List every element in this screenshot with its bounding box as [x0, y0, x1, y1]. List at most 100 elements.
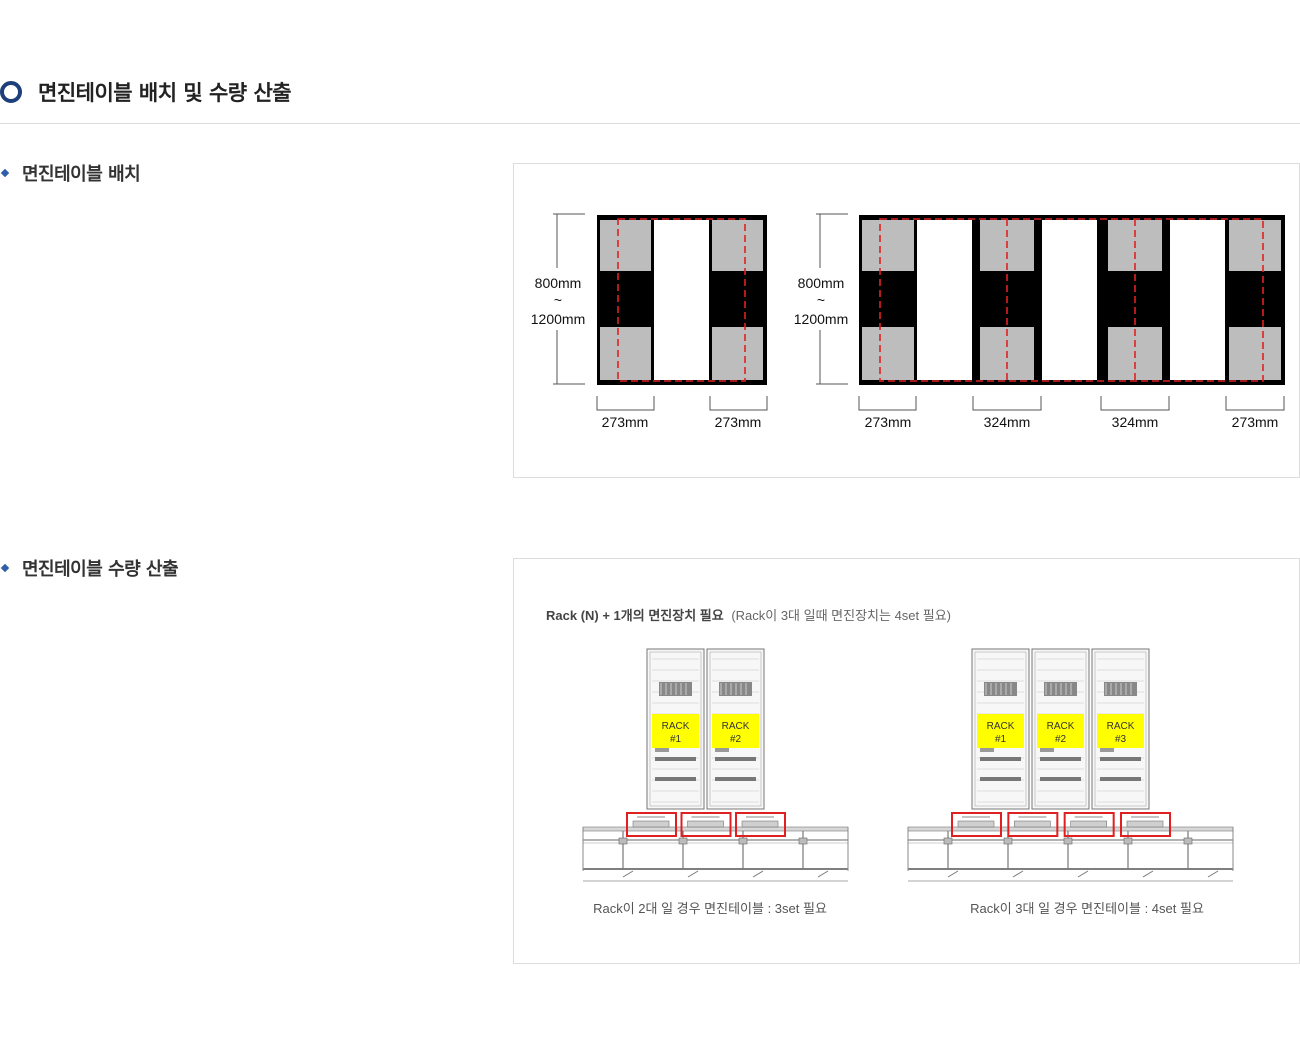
rack-inner-frame	[1094, 651, 1147, 807]
rack-label-number: #1	[670, 734, 682, 745]
anchor-mark	[1012, 870, 1024, 878]
diamond-bullet-icon	[0, 563, 10, 573]
layout-heading-text: 면진테이블 배치	[22, 164, 141, 185]
isolation-table	[1070, 820, 1107, 828]
rack-label-number: #2	[1055, 734, 1067, 745]
rack-equipment	[715, 757, 756, 761]
pedestal-head	[1003, 837, 1013, 845]
right-width-2: 324mm	[984, 414, 1031, 430]
isolation-table	[957, 820, 995, 828]
rack-fan-panel	[1104, 682, 1137, 696]
rack-label-bg	[1037, 714, 1084, 748]
isolation-table-highlight	[626, 812, 677, 837]
isolation-table	[1014, 820, 1051, 828]
rack-label-name: RACK	[1047, 721, 1075, 732]
anchor-mark	[1077, 870, 1089, 878]
anchor-mark	[1207, 870, 1219, 878]
rack-equipment	[980, 747, 994, 752]
pedestal-head	[1123, 837, 1133, 845]
right-width-1: 273mm	[865, 414, 912, 430]
raised-floor-surface	[907, 826, 1234, 832]
rack-equipment	[655, 747, 669, 752]
right-layout-diagram: 800mm ~ 1200mm 273mm	[794, 213, 1285, 430]
right-width-4: 273mm	[1232, 414, 1279, 430]
pedestal-head	[738, 837, 748, 845]
isolation-table-highlight	[680, 812, 732, 837]
rack-equipment	[1040, 747, 1054, 752]
left-height-top: 800mm	[535, 275, 582, 291]
pedestal-head	[678, 837, 688, 845]
isolation-table-highlight	[1120, 812, 1171, 837]
right-figure-caption: Rack이 3대 일 경우 면진테이블 : 4set 필요	[970, 901, 1204, 916]
diamond-bullet-icon	[0, 168, 10, 178]
rack-equipment	[1040, 757, 1081, 761]
rack-equipment	[1100, 777, 1141, 781]
rack-equipment	[1100, 757, 1141, 761]
rack-label-number: #2	[730, 734, 742, 745]
anchor-mark	[947, 870, 959, 878]
rack-inner-frame	[974, 651, 1027, 807]
right-width-3: 324mm	[1112, 414, 1159, 430]
rack-equipment	[715, 777, 756, 781]
rack-label-name: RACK	[1107, 721, 1135, 732]
rack-equipment	[1100, 747, 1114, 752]
left-layout-diagram: 800mm ~ 1200mm 273mm 273mm	[531, 213, 768, 430]
isolation-table	[741, 820, 779, 828]
caption-note-text: (Rack이 3대 일때 면진장치는 4set 필요)	[731, 608, 951, 623]
layout-subheading: 면진테이블 배치	[0, 160, 141, 186]
caption-main-text: Rack (N) + 1개의 면진장치 필요	[546, 608, 724, 623]
pedestal-head	[798, 837, 808, 845]
rack-label-bg	[1097, 714, 1144, 748]
anchor-mark	[622, 870, 634, 878]
rack-equipment	[715, 747, 729, 752]
rack-inner-frame	[709, 651, 762, 807]
left-height-bottom: 1200mm	[531, 311, 585, 327]
pedestal-head	[1063, 837, 1073, 845]
isolation-table-highlight	[951, 812, 1002, 837]
right-rack-figure: RACK #1 RACK #2 RACK #3	[907, 648, 1234, 882]
layout-diagram: 800mm ~ 1200mm 273mm 273mm 800mm ~	[531, 213, 1285, 430]
pedestal-head	[618, 837, 628, 845]
rack-label-bg	[977, 714, 1024, 748]
rack-label-number: #3	[1115, 734, 1127, 745]
rack-label-name: RACK	[662, 721, 690, 732]
rack-label-bg	[712, 714, 759, 748]
anchor-mark	[687, 870, 699, 878]
left-width-2: 273mm	[715, 414, 762, 430]
quantity-diagram: Rack (N) + 1개의 면진장치 필요 (Rack이 3대 일때 면진장치…	[546, 608, 1234, 916]
isolation-table-highlight	[735, 812, 786, 837]
quantity-heading-text: 면진테이블 수량 산출	[22, 559, 179, 580]
rack-equipment	[655, 777, 696, 781]
rack-inner-frame	[649, 651, 702, 807]
rack-inner-frame	[1034, 651, 1087, 807]
rack-label-number: #1	[995, 734, 1007, 745]
quantity-diagram-panel: Rack (N) + 1개의 면진장치 필요 (Rack이 3대 일때 면진장치…	[513, 558, 1300, 964]
anchor-mark	[1142, 870, 1154, 878]
isolation-table	[687, 820, 724, 828]
circle-bullet-icon	[0, 81, 22, 103]
isolation-table	[632, 820, 670, 828]
quantity-subheading: 면진테이블 수량 산출	[0, 555, 179, 581]
left-height-sep: ~	[554, 292, 562, 308]
section-header: 면진테이블 배치 및 수량 산출	[0, 76, 292, 108]
isolation-table-highlight	[1007, 812, 1059, 837]
left-width-1: 273mm	[602, 414, 649, 430]
pedestal-head	[1183, 837, 1193, 845]
caption-main: Rack (N) + 1개의 면진장치 필요 (Rack이 3대 일때 면진장치…	[546, 608, 951, 623]
pedestal-head	[943, 837, 953, 845]
anchor-mark	[752, 870, 764, 878]
right-height-bottom: 1200mm	[794, 311, 848, 327]
rack-label-name: RACK	[987, 721, 1015, 732]
rack-fan-panel	[984, 682, 1017, 696]
isolation-table-highlight	[1063, 812, 1115, 837]
layout-diagram-panel: 800mm ~ 1200mm 273mm 273mm 800mm ~	[513, 163, 1300, 478]
rack-label-bg	[652, 714, 699, 748]
rack-equipment	[655, 757, 696, 761]
rack-equipment	[980, 757, 1021, 761]
anchor-mark	[817, 870, 829, 878]
rack-fan-panel	[659, 682, 692, 696]
rack-fan-panel	[1044, 682, 1077, 696]
header-divider	[0, 123, 1300, 124]
left-figure-caption: Rack이 2대 일 경우 면진테이블 : 3set 필요	[593, 901, 827, 916]
